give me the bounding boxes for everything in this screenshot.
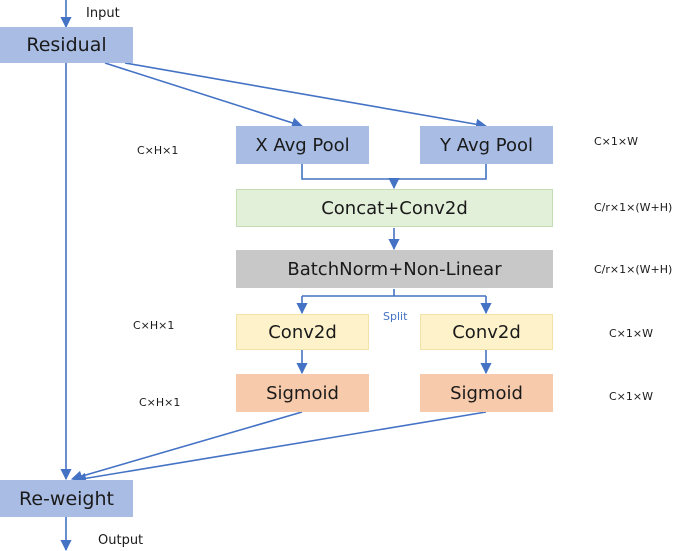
batchnorm-dim-label: C/r×1×(W+H): [594, 263, 673, 276]
concat-dim-label: C/r×1×(W+H): [594, 201, 673, 214]
conv-left-block: Conv2d: [236, 314, 369, 350]
output-label: Output: [98, 533, 144, 548]
conv-left-dim-label: C×H×1: [133, 319, 175, 332]
input-label: Input: [86, 6, 120, 21]
sigmoid-right-dim-label: C×1×W: [609, 390, 653, 403]
residual-block: Residual: [0, 27, 133, 63]
conv-right-block: Conv2d: [420, 314, 553, 350]
pool-merge-line: [301, 164, 487, 180]
split-label: Split: [383, 310, 408, 323]
conv-right-dim-label: C×1×W: [609, 327, 653, 340]
sigmoid-left-block: Sigmoid: [236, 374, 369, 412]
x-avg-pool-block: X Avg Pool: [236, 126, 369, 164]
y-pool-dim-label: C×1×W: [594, 135, 638, 148]
residual-to-ypool-arrow: [124, 62, 488, 130]
sigmoid-right-block: Sigmoid: [420, 374, 553, 412]
residual-to-xpool-arrow: [104, 62, 304, 129]
y-avg-pool-block: Y Avg Pool: [420, 126, 553, 164]
reweight-block: Re-weight: [0, 480, 133, 517]
sigmoid-left-to-reweight-arrow: [70, 411, 303, 482]
concat-conv-block: Concat+Conv2d: [236, 189, 553, 227]
sigmoid-right-to-reweight-arrow: [74, 411, 487, 484]
x-pool-dim-label: C×H×1: [137, 144, 179, 157]
batchnorm-block: BatchNorm+Non-Linear: [236, 250, 553, 288]
sigmoid-left-dim-label: C×H×1: [139, 396, 181, 409]
